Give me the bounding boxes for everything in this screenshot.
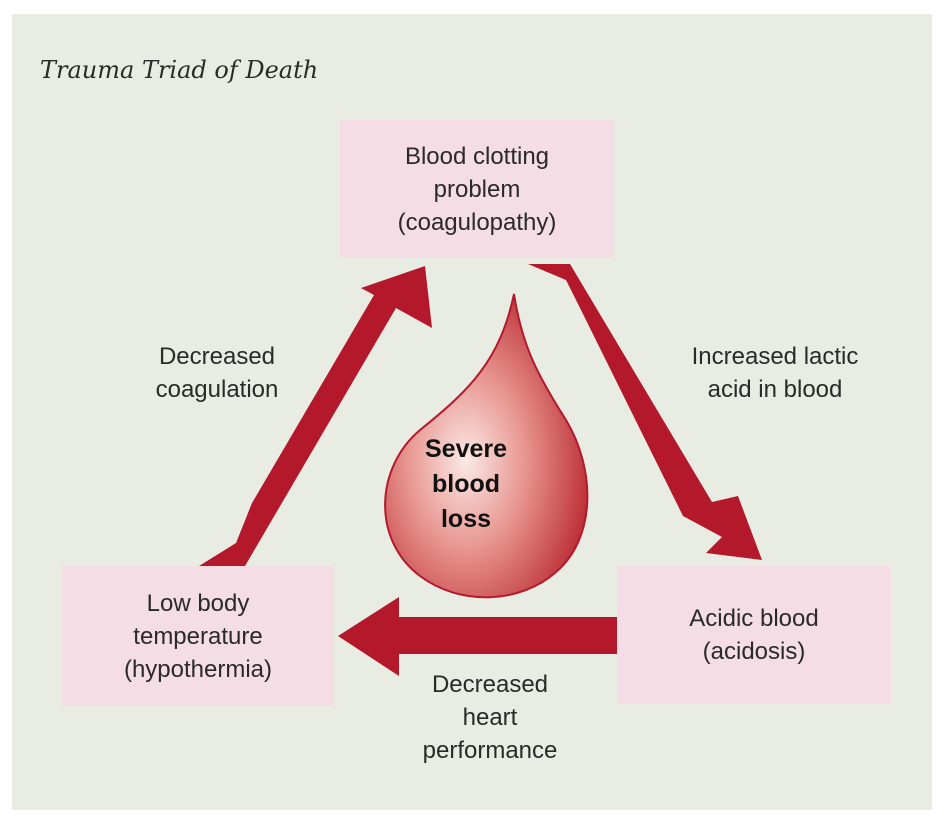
edge-bottom-line-3: performance <box>422 737 558 764</box>
arrow-decreased-coagulation <box>199 266 432 566</box>
node-coagulopathy: Blood clotting problem (coagulopathy) <box>340 120 614 258</box>
arrow-increased-lactic-acid <box>528 264 762 560</box>
edge-label-decreased-coagulation: Decreased coagulation <box>112 340 322 406</box>
edge-right-line-1: Increased lactic <box>691 343 859 370</box>
center-line-3: loss <box>440 505 492 533</box>
node-left-line-3: (hypothermia) <box>123 655 273 683</box>
node-left-line-1: Low body <box>146 589 250 617</box>
node-right-line-1: Acidic blood <box>689 605 819 632</box>
edge-label-decreased-heart-performance: Decreased heart performance <box>380 668 600 767</box>
edge-left-line-2: coagulation <box>155 376 279 403</box>
blood-drop <box>384 293 589 599</box>
node-top-line-3: (coagulopathy) <box>397 208 557 236</box>
node-hypothermia: Low body temperature (hypothermia) <box>62 566 334 706</box>
node-top-line-1: Blood clotting <box>404 142 550 170</box>
center-line-2: blood <box>431 470 501 498</box>
center-line-1: Severe <box>424 435 508 463</box>
node-left-line-2: temperature <box>133 622 263 650</box>
node-right-line-2: (acidosis) <box>702 638 806 665</box>
diagram-title: Trauma Triad of Death <box>40 56 319 84</box>
edge-bottom-line-1: Decreased <box>431 671 549 698</box>
arrow-decreased-heart-performance <box>338 597 617 676</box>
edge-right-line-2: acid in blood <box>707 376 843 403</box>
edge-left-line-1: Decreased <box>158 343 276 370</box>
center-label-severe-blood-loss: Severe blood loss <box>396 432 536 537</box>
edge-bottom-line-2: heart <box>462 704 518 731</box>
edge-label-increased-lactic-acid: Increased lactic acid in blood <box>650 340 900 406</box>
node-top-line-2: problem <box>433 175 521 203</box>
node-acidosis: Acidic blood (acidosis) <box>617 566 891 704</box>
